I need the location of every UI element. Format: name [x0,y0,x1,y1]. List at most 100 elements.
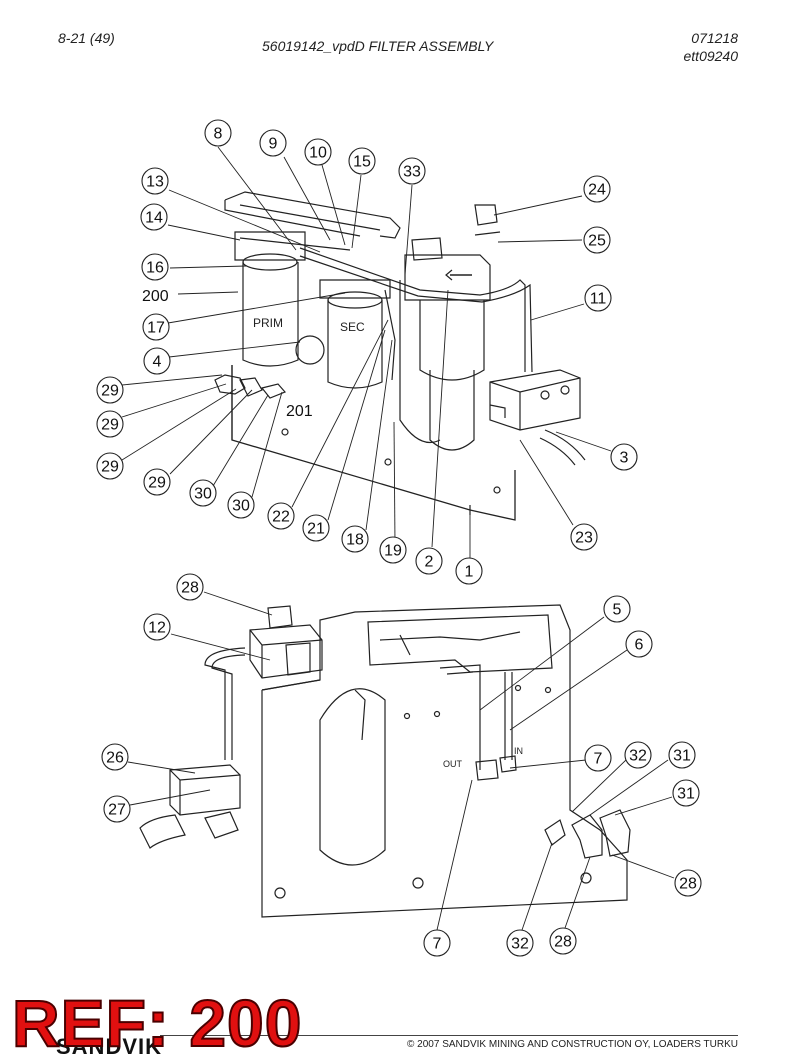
callout-number: 26 [106,750,124,767]
callout-number: 29 [101,383,119,400]
callout-7: 7 [584,744,612,772]
callout-number: 27 [108,802,126,819]
callout-29: 29 [96,410,124,438]
callout-number: 7 [433,936,442,953]
callout-number: 21 [307,521,325,538]
ref-stamp: REF: 200 [11,985,303,1061]
callout-29: 29 [96,376,124,404]
callout-10: 10 [304,138,332,166]
callout-3: 3 [610,443,638,471]
callout-number: 3 [620,450,629,467]
callout-33: 33 [398,157,426,185]
callout-number: 6 [635,637,644,654]
part-label-201: 201 [286,403,313,420]
callout-1: 1 [455,557,483,585]
footer-rule [160,1035,738,1036]
in-label: IN [514,746,523,756]
callout-19: 19 [379,536,407,564]
sec-label: SEC [340,320,365,334]
callout-30: 30 [189,479,217,507]
callout-6: 6 [625,630,653,658]
callout-31: 31 [668,741,696,769]
callout-number: 1 [465,564,474,581]
callout-number: 29 [101,459,119,476]
callout-number: 28 [554,934,572,951]
callout-number: 17 [147,320,165,337]
callout-number: 28 [679,876,697,893]
callout-13: 13 [141,167,169,195]
out-label: OUT [443,759,463,769]
callout-7: 7 [423,929,451,957]
callout-29: 29 [143,468,171,496]
callout-16: 16 [141,253,169,281]
callout-number: 9 [269,136,278,153]
upper-leaders [121,146,612,558]
page-number: 8-21 (49) [58,30,115,46]
callout-number: 29 [101,417,119,434]
callout-number: 19 [384,543,402,560]
callout-12: 12 [143,613,171,641]
drawing-ref: ett09240 [683,48,739,64]
callout-26: 26 [101,743,129,771]
callout-number: 16 [146,260,164,277]
callout-number: 4 [153,354,162,371]
callout-30: 30 [227,491,255,519]
callout-29: 29 [96,452,124,480]
callout-15: 15 [348,147,376,175]
callout-number: 31 [677,786,695,803]
callout-22: 22 [267,502,295,530]
callout-number: 23 [575,530,593,547]
callout-18: 18 [341,525,369,553]
callout-number: 10 [309,145,327,162]
callout-number: 18 [346,532,364,549]
callout-number: 7 [594,751,603,768]
upper-assembly [214,191,586,521]
callout-number: 25 [588,233,606,250]
callout-number: 33 [403,164,421,181]
callout-21: 21 [302,514,330,542]
brand-logo: SANDVIK [56,1036,163,1056]
copyright-text: © 2007 SANDVIK MINING AND CONSTRUCTION O… [407,1039,738,1050]
callout-14: 14 [140,203,168,231]
callout-number: 30 [194,486,212,503]
callout-number: 15 [353,154,371,171]
page-title: 56019142_vpdD FILTER ASSEMBLY [262,38,494,54]
prim-label: PRIM [253,316,283,330]
callout-8: 8 [204,119,232,147]
lower-leaders [127,591,675,931]
callout-4: 4 [143,347,171,375]
callout-32: 32 [624,741,652,769]
part-label-200: 200 [142,288,169,305]
callout-27: 27 [103,795,131,823]
callout-17: 17 [142,313,170,341]
callout-number: 22 [272,509,290,526]
callout-25: 25 [583,226,611,254]
lower-assembly [139,604,631,918]
callout-number: 8 [214,126,223,143]
callout-number: 5 [613,602,622,619]
callout-number: 28 [181,580,199,597]
callout-number: 2 [425,554,434,571]
callout-28: 28 [674,869,702,897]
callout-32: 32 [506,929,534,957]
callout-number: 13 [146,174,164,191]
callout-28: 28 [176,573,204,601]
callout-number: 30 [232,498,250,515]
callout-11: 11 [584,284,612,312]
callout-number: 29 [148,475,166,492]
callout-number: 32 [511,936,529,953]
callout-24: 24 [583,175,611,203]
callout-number: 31 [673,748,691,765]
callout-9: 9 [259,129,287,157]
callout-28: 28 [549,927,577,955]
callout-number: 24 [588,182,606,199]
callout-23: 23 [570,523,598,551]
callout-2: 2 [415,547,443,575]
callout-number: 12 [148,620,166,637]
callout-number: 32 [629,748,647,765]
callout-number: 14 [145,210,163,227]
drawing-code: 071218 [691,30,738,46]
callout-number: 11 [590,291,607,308]
